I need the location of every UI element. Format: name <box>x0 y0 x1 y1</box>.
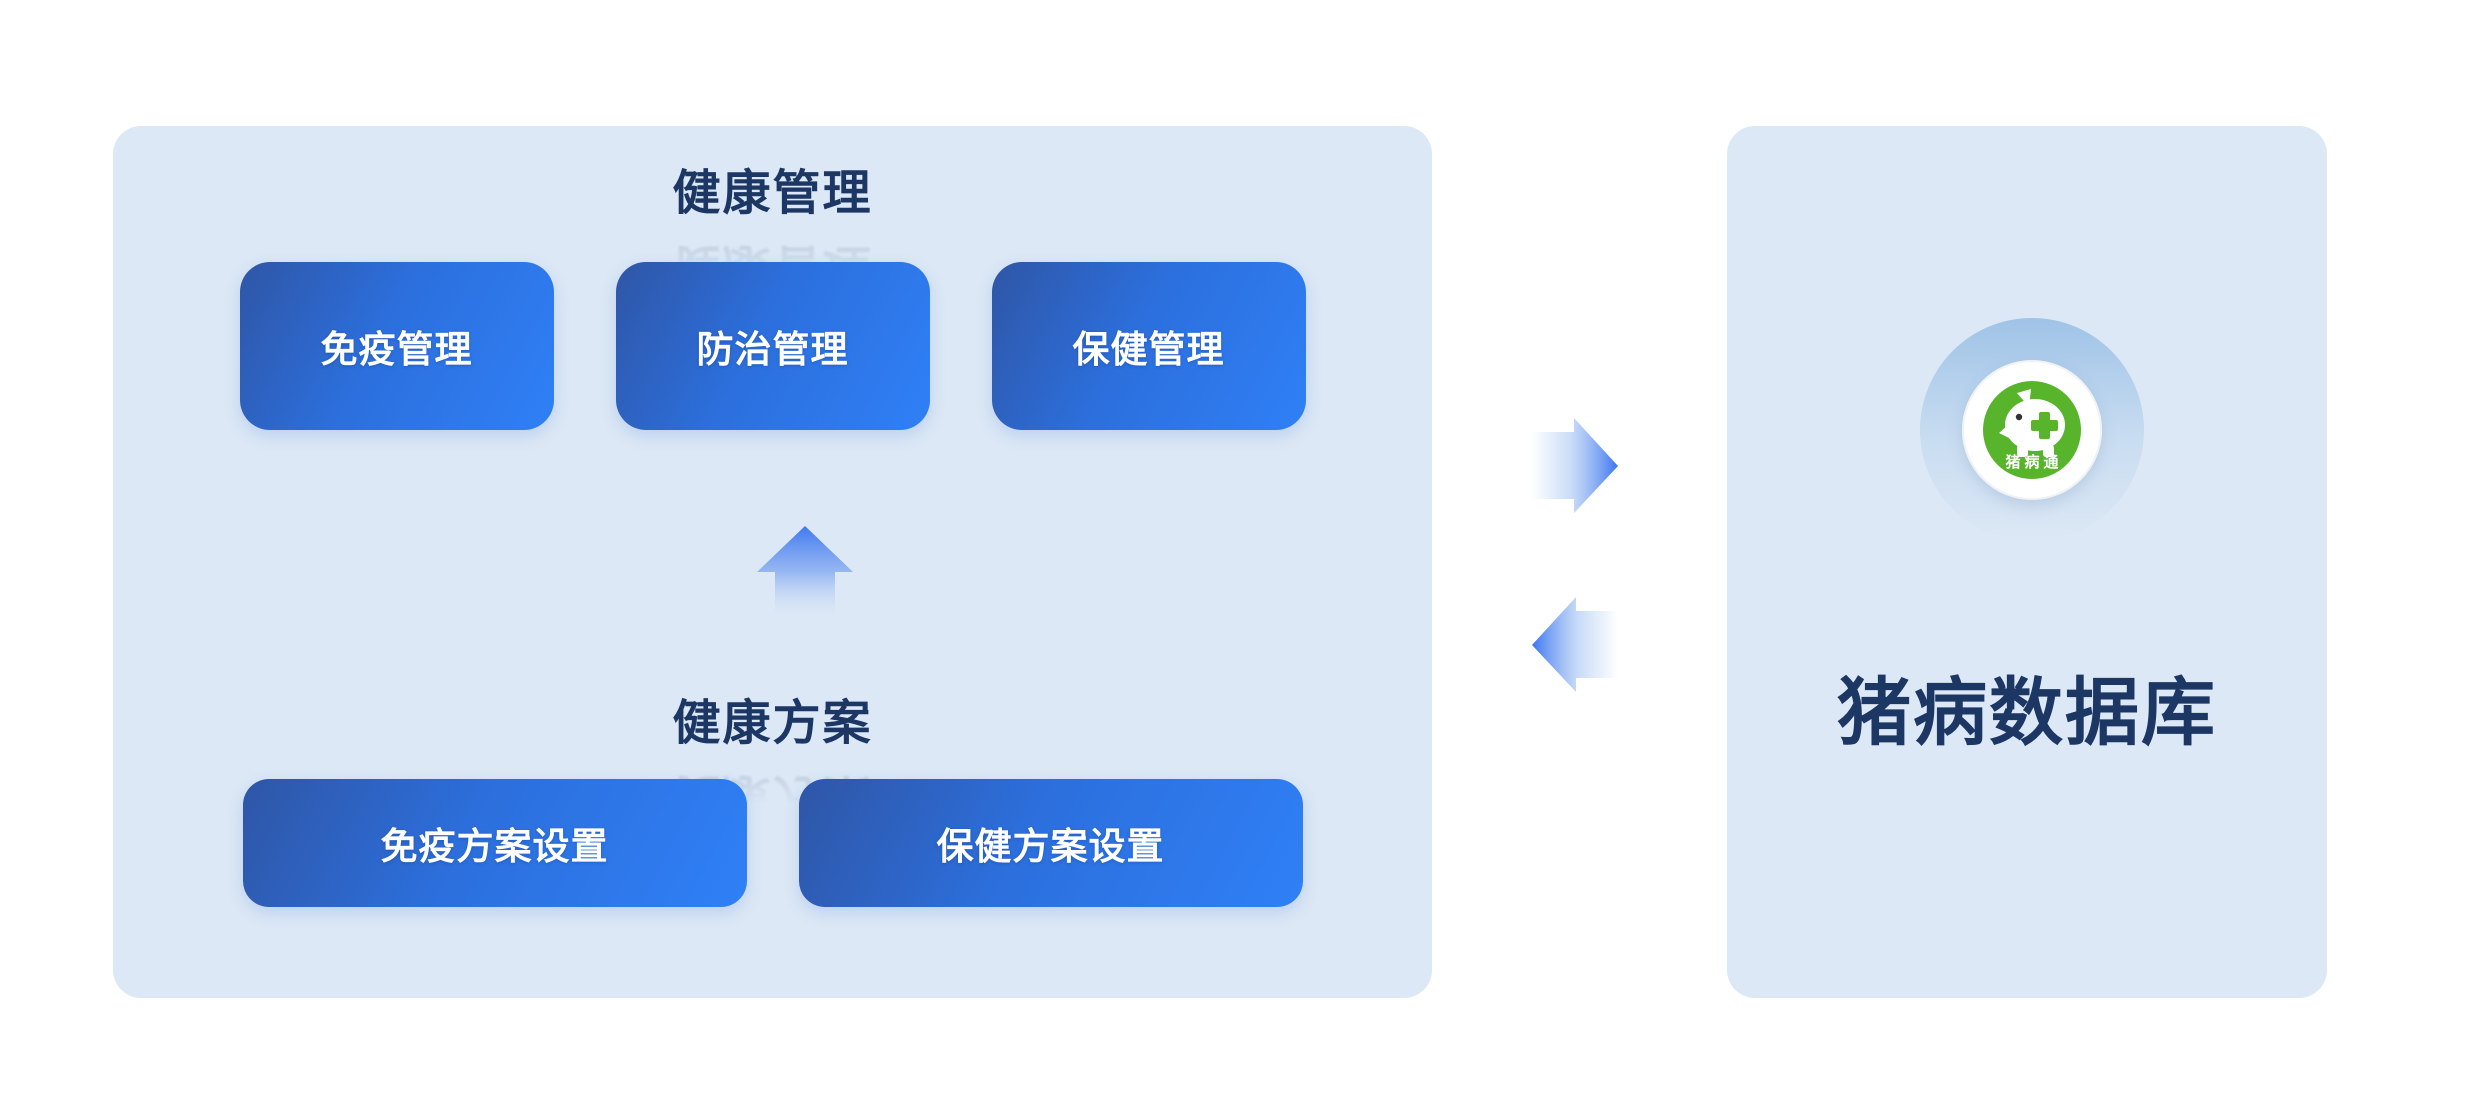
arrow-right-icon <box>1532 418 1618 513</box>
healthcare-plan-settings-button[interactable]: 保健方案设置 <box>798 779 1303 907</box>
app-logo-label: 猪病通 <box>2005 454 2063 471</box>
arrow-up-icon <box>757 526 853 618</box>
management-buttons-row: 免疫管理 防治管理 保健管理 <box>113 262 1432 430</box>
pig-disease-app-logo: 猪病通 <box>1983 381 2081 479</box>
arrow-left-icon <box>1532 597 1618 692</box>
database-title: 猪病数据库 <box>1837 671 2217 754</box>
section-title-health-management: 健康管理 <box>672 167 873 220</box>
plan-buttons-row: 免疫方案设置 保健方案设置 <box>113 779 1432 907</box>
prevention-management-button[interactable]: 防治管理 <box>615 262 930 430</box>
section-title-health-plan: 健康方案 <box>672 697 873 750</box>
health-management-panel: 健康管理 健康管理 免疫管理 防治管理 保健管理 健康方案 健康方案 免疫方案设… <box>113 126 1432 998</box>
pig-disease-database-panel: 猪病通 猪病数据库 <box>1727 126 2327 998</box>
immunity-management-button[interactable]: 免疫管理 <box>239 262 554 430</box>
healthcare-management-button[interactable]: 保健管理 <box>991 262 1306 430</box>
pig-icon <box>1999 389 2065 457</box>
immunity-plan-settings-button[interactable]: 免疫方案设置 <box>242 779 747 907</box>
